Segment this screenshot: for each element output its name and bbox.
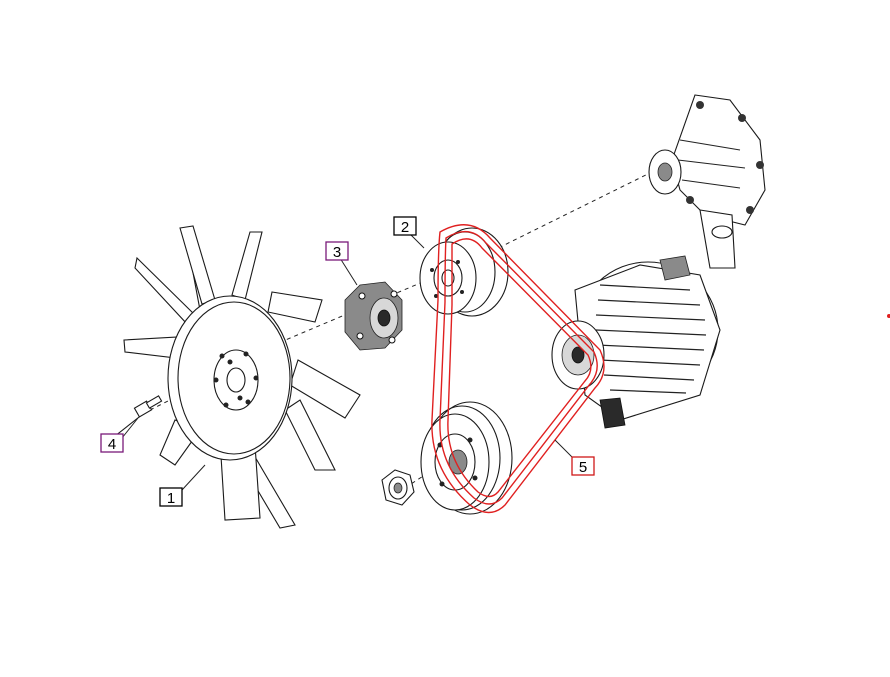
callout-label: 4 [108, 436, 116, 453]
callout-label: 1 [167, 490, 175, 507]
callout-1: 1 [159, 487, 183, 507]
belt-icon [431, 224, 605, 514]
callout-5: 5 [571, 456, 595, 476]
nut-icon [381, 469, 415, 506]
callout-label: 2 [401, 219, 409, 236]
crank-pulley-icon [420, 401, 513, 515]
callout-3: 3 [325, 241, 349, 261]
pulley-icon [419, 227, 509, 317]
spacer-icon [344, 281, 403, 351]
water-pump-icon [648, 94, 766, 269]
bolt-icon [109, 395, 163, 441]
callout-2: 2 [393, 216, 417, 236]
alternator-icon [551, 255, 721, 429]
callout-label: 3 [333, 244, 341, 261]
callout-label: 5 [579, 459, 587, 476]
edge-mark [887, 314, 890, 318]
fan-icon [123, 225, 361, 529]
callout-4: 4 [100, 433, 124, 453]
